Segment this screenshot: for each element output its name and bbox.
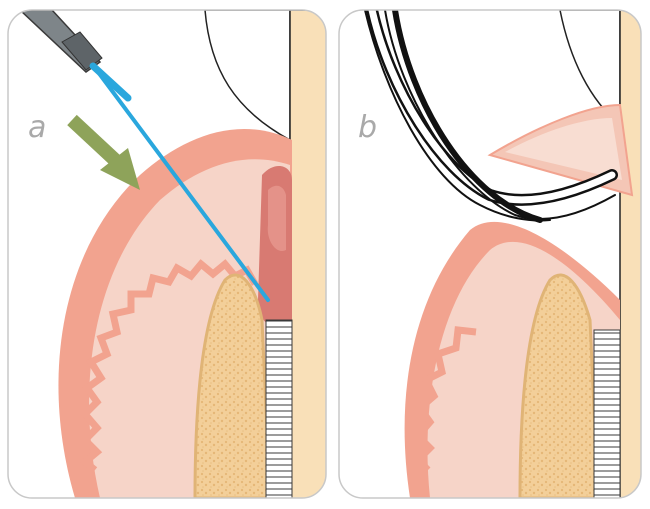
tooth-root	[620, 10, 650, 500]
periodontal-ligament	[266, 320, 292, 500]
panel-label-b: b	[358, 110, 377, 145]
panel-label-a: a	[28, 110, 46, 145]
panel-b: b	[339, 10, 650, 500]
periodontal-ligament	[594, 330, 620, 500]
tooth-root	[290, 10, 330, 500]
panel-a: a	[8, 10, 330, 500]
